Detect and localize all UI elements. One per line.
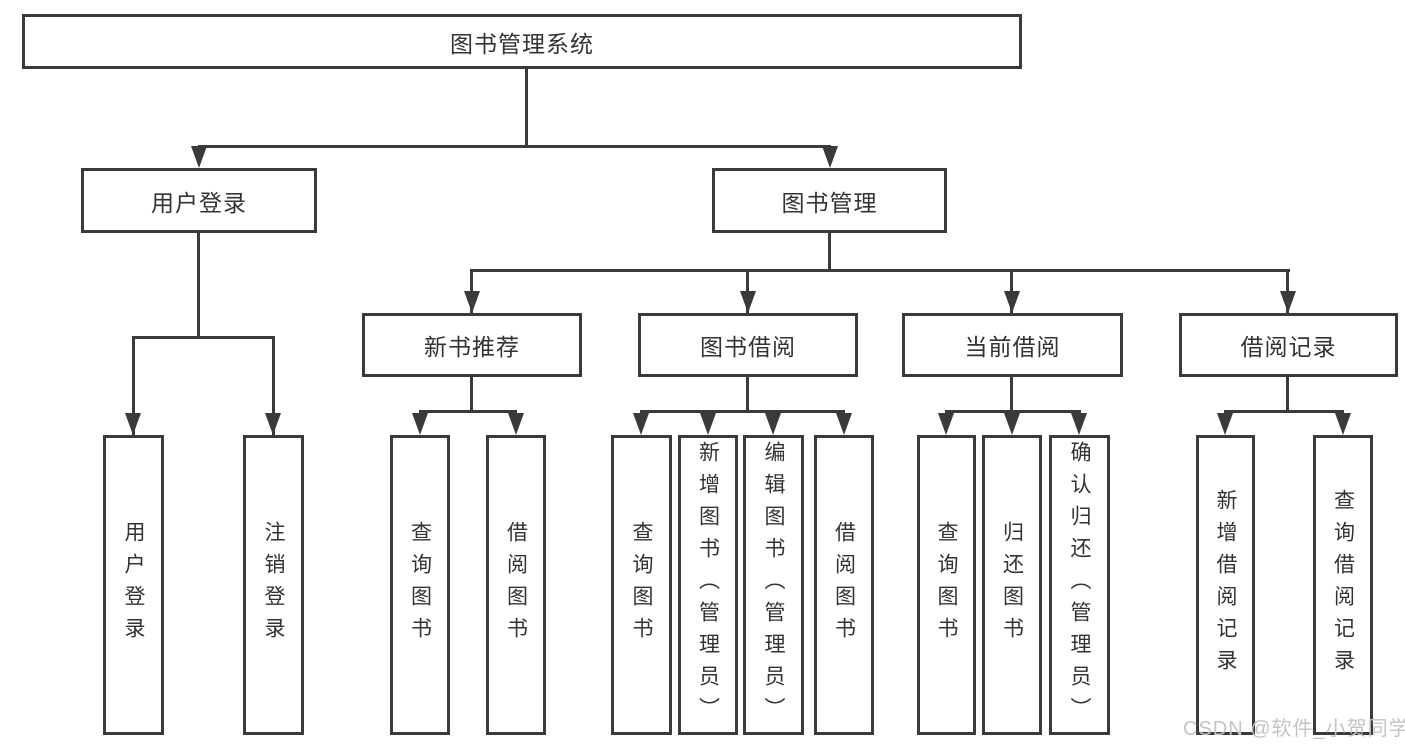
connector-line [132, 336, 135, 435]
leaf-recommend-borrow-book: 借阅图书 [486, 435, 546, 735]
node-current-borrow: 当前借阅 [902, 313, 1123, 377]
connector-line [419, 410, 517, 413]
arrow-down [938, 413, 954, 435]
node-borrow-records-label: 借阅记录 [1240, 334, 1337, 360]
node-book-borrow: 图书借阅 [638, 313, 858, 377]
leaf-records-add-record: 新增借阅记录 [1196, 435, 1255, 735]
leaf-current-query-book: 查询图书 [917, 435, 976, 735]
node-new-book-recommend: 新书推荐 [362, 313, 582, 377]
leaf-borrow-add-book-admin: 新增图书（管理员） [678, 435, 738, 735]
arrow-down [633, 413, 649, 435]
leaf-borrow-add-book-admin-label: 新增图书（管理员） [696, 441, 720, 729]
arrow-down [1280, 291, 1296, 313]
leaf-records-query-record: 查询借阅记录 [1313, 435, 1373, 735]
arrow-down [1335, 413, 1351, 435]
node-book-management: 图书管理 [712, 168, 947, 233]
connector-line [197, 233, 200, 339]
connector-line [945, 410, 1081, 413]
leaf-user-login-label: 用户登录 [122, 521, 145, 649]
arrow-down [125, 413, 141, 435]
connector-line [198, 145, 831, 148]
arrow-down [265, 413, 281, 435]
connector-line [470, 377, 473, 413]
node-current-borrow-label: 当前借阅 [964, 334, 1061, 360]
arrow-down [1217, 413, 1233, 435]
arrow-down [1071, 413, 1087, 435]
leaf-borrow-edit-book-admin: 编辑图书（管理员） [743, 435, 804, 735]
connector-line [1224, 410, 1344, 413]
leaf-user-login: 用户登录 [103, 435, 164, 735]
node-root: 图书管理系统 [22, 14, 1022, 69]
leaf-recommend-borrow-book-label: 借阅图书 [504, 521, 528, 649]
connector-line [272, 336, 275, 435]
arrow-down [1004, 291, 1020, 313]
csdn-watermark: CSDN @软件_小贺同学 [1183, 718, 1405, 740]
leaf-recommend-query-book-label: 查询图书 [408, 521, 432, 649]
arrow-down [464, 291, 480, 313]
connector-line [1010, 377, 1013, 413]
leaf-records-add-record-label: 新增借阅记录 [1214, 489, 1237, 681]
arrow-down [765, 413, 781, 435]
connector-line [525, 69, 528, 148]
arrow-down [412, 413, 428, 435]
leaf-recommend-query-book: 查询图书 [390, 435, 450, 735]
connector-line [470, 269, 1290, 272]
leaf-records-query-record-label: 查询借阅记录 [1331, 489, 1355, 681]
leaf-current-return-book: 归还图书 [982, 435, 1042, 735]
node-user-login-label: 用户登录 [151, 189, 247, 216]
connector-line [640, 410, 845, 413]
leaf-logout-label: 注销登录 [262, 521, 285, 649]
leaf-current-query-book-label: 查询图书 [935, 521, 958, 649]
leaf-current-return-book-label: 归还图书 [1000, 521, 1024, 649]
leaf-borrow-query-book-label: 查询图书 [630, 521, 653, 649]
connector-line [746, 377, 749, 413]
arrow-down [508, 413, 524, 435]
node-borrow-records: 借阅记录 [1179, 313, 1398, 377]
arrow-down [740, 291, 756, 313]
arrow-down [822, 146, 838, 168]
connector-line [132, 336, 275, 339]
arrow-down [191, 146, 207, 168]
arrow-down [1004, 413, 1020, 435]
node-book-management-label: 图书管理 [781, 189, 878, 216]
leaf-borrow-borrow-book: 借阅图书 [814, 435, 874, 735]
arrow-down [836, 413, 852, 435]
node-user-login: 用户登录 [81, 168, 317, 233]
leaf-borrow-borrow-book-label: 借阅图书 [832, 521, 856, 649]
connector-line [828, 233, 831, 272]
leaf-current-confirm-return-admin: 确认归还（管理员） [1049, 435, 1110, 735]
leaf-current-confirm-return-admin-label: 确认归还（管理员） [1068, 441, 1091, 729]
node-book-borrow-label: 图书借阅 [700, 334, 796, 360]
leaf-borrow-query-book: 查询图书 [611, 435, 672, 735]
arrow-down [700, 413, 716, 435]
leaf-borrow-edit-book-admin-label: 编辑图书（管理员） [762, 441, 785, 729]
node-new-book-recommend-label: 新书推荐 [424, 334, 520, 360]
node-root-label: 图书管理系统 [450, 30, 594, 57]
leaf-logout: 注销登录 [243, 435, 304, 735]
connector-line [1286, 377, 1289, 413]
